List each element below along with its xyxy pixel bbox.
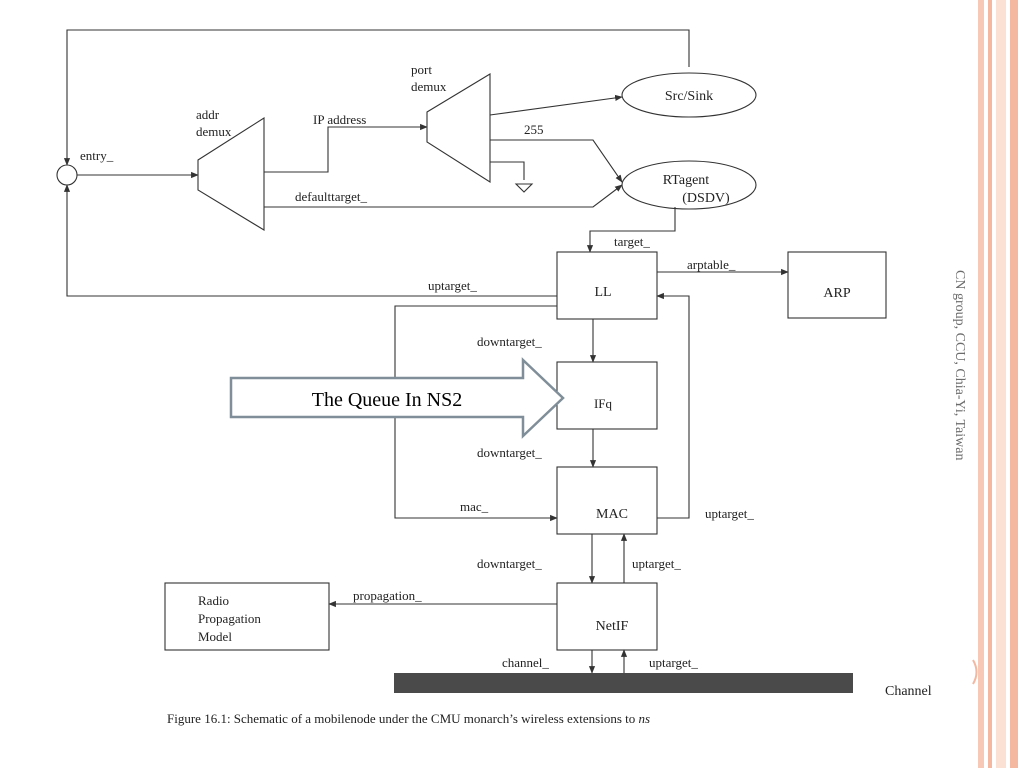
top-loop-wire xyxy=(63,29,690,166)
queue-callout-arrow xyxy=(229,357,565,439)
ifq-label: IFq xyxy=(594,396,613,411)
port-demux-shape xyxy=(426,73,491,184)
uptarget-mac-wire-label: uptarget_ xyxy=(705,506,754,521)
channel-label: Channel xyxy=(885,684,932,699)
ip-address-wire xyxy=(264,123,428,173)
mac-label: MAC xyxy=(596,507,628,522)
arp-box xyxy=(787,251,887,319)
uptarget-mac-wire xyxy=(656,292,690,519)
queue-callout-text: The Queue In NS2 xyxy=(312,389,463,411)
addr-demux-shape xyxy=(197,116,265,231)
arp-label: ARP xyxy=(823,286,850,301)
downtarget-ll-wire-label: downtarget_ xyxy=(477,334,542,349)
downtarget-mac-wire-label: downtarget_ xyxy=(477,556,542,571)
side-note: CN group, CCU, Chia-Yi, Taiwan xyxy=(952,270,967,460)
defaulttarget-wire-label: defaulttarget_ xyxy=(295,189,367,204)
accent-stripe-2 xyxy=(988,0,992,768)
netif-label: NetIF xyxy=(596,619,629,634)
src-sink-wire xyxy=(489,94,623,116)
downtarget-ifq-wire-label: downtarget_ xyxy=(477,445,542,460)
mac-ptr-wire-label: mac_ xyxy=(460,499,489,514)
radio-box xyxy=(164,582,330,651)
entry-wire-label: entry_ xyxy=(80,148,114,163)
uptarget-channel-wire-label: uptarget_ xyxy=(649,655,698,670)
port-255-label: 255 xyxy=(524,122,544,137)
mac-box xyxy=(556,466,658,535)
target-wire xyxy=(586,207,676,253)
propagation-wire-label: propagation_ xyxy=(353,588,422,603)
entry-node xyxy=(56,164,78,186)
channel-wire-label: channel_ xyxy=(502,655,549,670)
accent-mark xyxy=(972,659,978,685)
ip-address-wire-label: IP address xyxy=(313,112,366,127)
target-wire-label: target_ xyxy=(614,234,650,249)
port-255-wire xyxy=(490,139,623,183)
src-sink-shape xyxy=(621,72,757,118)
accent-stripe-1 xyxy=(978,0,984,768)
netif-box xyxy=(556,582,658,651)
accent-stripe-4 xyxy=(1010,0,1018,768)
caption-ns: ns xyxy=(639,711,651,726)
channel-bar xyxy=(394,673,853,693)
figure-caption: Figure 16.1: Schematic of a mobilenode u… xyxy=(167,711,650,726)
port-drop-wire xyxy=(490,161,525,180)
rtagent-label: RTagent(DSDV) xyxy=(663,173,730,206)
uptarget-ll-wire-label: uptarget_ xyxy=(428,278,477,293)
uptarget-ll-wire xyxy=(63,184,557,297)
arptable-wire-label: arptable_ xyxy=(687,257,736,272)
caption-text: Figure 16.1: Schematic of a mobilenode u… xyxy=(167,711,639,726)
defaulttarget-wire xyxy=(264,184,623,208)
accent-stripe-3 xyxy=(996,0,1006,768)
uptarget-netif-wire-label: uptarget_ xyxy=(632,556,681,571)
ll-box xyxy=(556,251,658,320)
rtagent-shape xyxy=(621,160,757,210)
src-sink-label: Src/Sink xyxy=(665,89,713,104)
ll-label: LL xyxy=(594,285,611,300)
drop-target-shape xyxy=(514,183,534,193)
